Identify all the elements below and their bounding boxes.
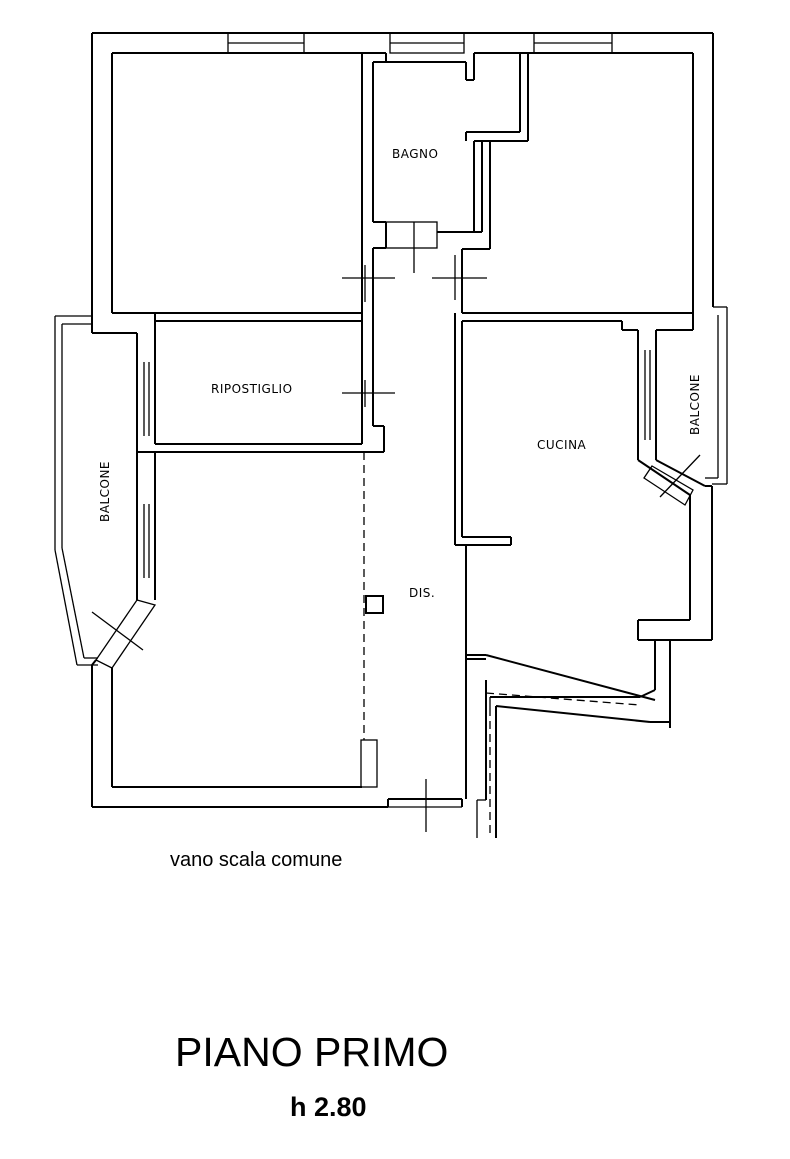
room-label-ripostiglio: RIPOSTIGLIO: [211, 382, 293, 396]
room-label-bagno: BAGNO: [392, 147, 438, 161]
room-label-balcone-right: BALCONE: [688, 374, 702, 435]
door-marks: [342, 255, 487, 407]
ceiling-height: h 2.80: [290, 1092, 367, 1122]
stair-note: vano scala comune: [170, 849, 342, 871]
room-label-disimpegno: DIS.: [409, 586, 435, 600]
room-label-balcone-left: BALCONE: [98, 461, 112, 522]
stair-walls: [425, 654, 670, 838]
kitchen-walls: [621, 306, 728, 728]
dashed-lines: [363, 452, 467, 740]
room-label-cucina: CUCINA: [537, 438, 587, 452]
left-balcone: [54, 315, 157, 669]
top-windows: [227, 32, 613, 54]
plan-title: PIANO PRIMO: [175, 1029, 448, 1075]
